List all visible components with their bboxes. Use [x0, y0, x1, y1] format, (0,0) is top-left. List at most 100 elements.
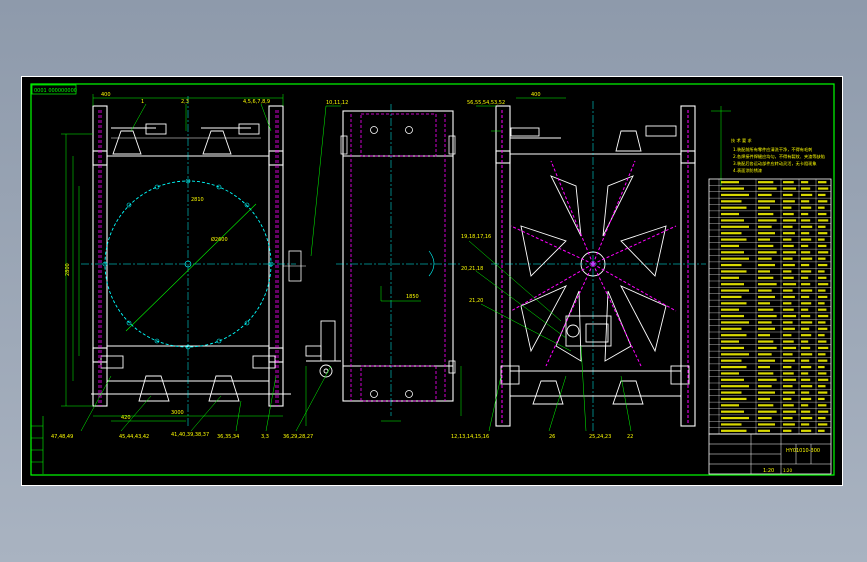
parts-cell-text	[818, 346, 829, 350]
outer-frame	[21, 76, 843, 486]
parts-cell-text	[783, 206, 792, 209]
parts-cell-text	[801, 359, 810, 362]
parts-cell-text	[818, 321, 826, 324]
callout-middle-top: 10,11,12	[326, 100, 348, 106]
parts-cell-text	[758, 276, 774, 279]
parts-cell-text	[758, 308, 774, 311]
parts-cell-text	[758, 365, 770, 369]
company-code: 1:20	[783, 468, 792, 473]
parts-cell-text	[721, 181, 739, 184]
parts-cell-text	[721, 327, 742, 330]
parts-cell-text	[818, 270, 825, 273]
parts-cell-text	[758, 187, 777, 190]
parts-cell-text	[818, 193, 826, 197]
parts-cell-text	[721, 359, 742, 362]
parts-cell-text	[801, 251, 811, 254]
parts-cell-text	[801, 257, 813, 260]
parts-cell-text	[818, 289, 826, 292]
parts-cell-text	[783, 378, 797, 381]
parts-cell-text	[818, 365, 825, 369]
parts-cell-text	[801, 404, 809, 407]
parts-cell-text	[721, 308, 739, 311]
parts-cell-text	[758, 321, 772, 324]
parts-cell-text	[801, 346, 811, 350]
parts-cell-text	[818, 423, 828, 426]
parts-cell-text	[721, 283, 744, 286]
parts-cell-text	[801, 353, 813, 356]
parts-cell-text	[758, 289, 772, 292]
parts-cell-text	[721, 372, 739, 375]
parts-cell-text	[783, 372, 794, 375]
parts-cell-text	[801, 429, 812, 432]
parts-cell-text	[818, 212, 827, 216]
parts-cell-text	[783, 270, 792, 273]
parts-cell-text	[758, 314, 777, 318]
parts-cell-text	[758, 212, 774, 216]
parts-cell-text	[801, 187, 811, 190]
parts-cell-text	[818, 397, 825, 401]
parts-cell-text	[758, 346, 777, 350]
callout-middle-bottom: 36,29,28,27	[283, 434, 313, 440]
parts-cell-text	[758, 206, 770, 209]
parts-cell-text	[758, 225, 772, 228]
parts-cell-text	[721, 270, 747, 273]
parts-cell-text	[758, 410, 777, 413]
callout-right-bottom-4: 22	[627, 434, 633, 440]
parts-cell-text	[783, 212, 794, 216]
callout-b2: 45,44,43,42	[119, 434, 149, 440]
parts-cell-text	[783, 276, 794, 279]
parts-cell-text	[758, 251, 777, 254]
parts-cell-text	[783, 346, 797, 350]
parts-cell-text	[758, 244, 774, 248]
parts-cell-text	[721, 225, 749, 228]
parts-cell-text	[783, 327, 795, 330]
parts-cell-text	[818, 429, 825, 432]
parts-cell-text	[721, 397, 747, 401]
parts-cell-text	[721, 244, 739, 248]
parts-cell-text	[801, 391, 810, 394]
parts-cell-text	[818, 416, 826, 420]
margin-cells	[31, 425, 43, 463]
parts-cell-text	[721, 378, 744, 381]
parts-cell-text	[721, 346, 744, 350]
parts-cell-text	[721, 295, 742, 299]
parts-cell-text	[801, 206, 812, 209]
parts-cell-text	[721, 353, 749, 356]
parts-cell-text	[818, 257, 826, 260]
parts-cell-text	[818, 200, 828, 203]
parts-cell-text	[801, 416, 813, 420]
parts-cell-text	[783, 302, 792, 305]
parts-cell-text	[758, 270, 770, 273]
parts-cell-text	[783, 365, 792, 369]
parts-cell-text	[783, 232, 795, 235]
parts-cell-text	[758, 193, 772, 197]
dim-top-width: 400	[101, 92, 111, 98]
parts-cell-text	[801, 238, 812, 241]
parts-cell-text	[801, 193, 813, 197]
parts-cell-text	[801, 244, 809, 248]
parts-cell-text	[721, 302, 747, 305]
corner-tag-box	[31, 84, 77, 95]
parts-cell-text	[818, 372, 827, 375]
parts-cell-text	[721, 429, 747, 432]
parts-cell-text	[801, 334, 812, 337]
callout-2: 2,3	[181, 99, 189, 105]
parts-cell-text	[801, 289, 813, 292]
callout-right-bottom-3: 25,24,23	[589, 434, 611, 440]
parts-cell-text	[783, 308, 794, 311]
parts-cell-text	[758, 283, 777, 286]
parts-cell-text	[758, 391, 775, 394]
parts-cell-text	[818, 391, 828, 394]
parts-cell-text	[783, 404, 794, 407]
parts-cell-text	[818, 334, 825, 337]
parts-cell-text	[758, 404, 774, 407]
parts-cell-text	[801, 308, 809, 311]
callout-right-mid-3: 21,20	[469, 298, 483, 304]
parts-cell-text	[783, 385, 793, 388]
parts-cell-text	[783, 314, 797, 318]
parts-cell-text	[721, 238, 747, 241]
parts-cell-text	[758, 200, 775, 203]
cad-drawing: 0001 000000000	[21, 76, 843, 486]
parts-cell-text	[758, 353, 772, 356]
tech-requirements: 技 术 要 求 1.装配前所有零件应清洗干净，不得有毛刺 2.各焊接件焊缝应均匀…	[731, 137, 825, 174]
